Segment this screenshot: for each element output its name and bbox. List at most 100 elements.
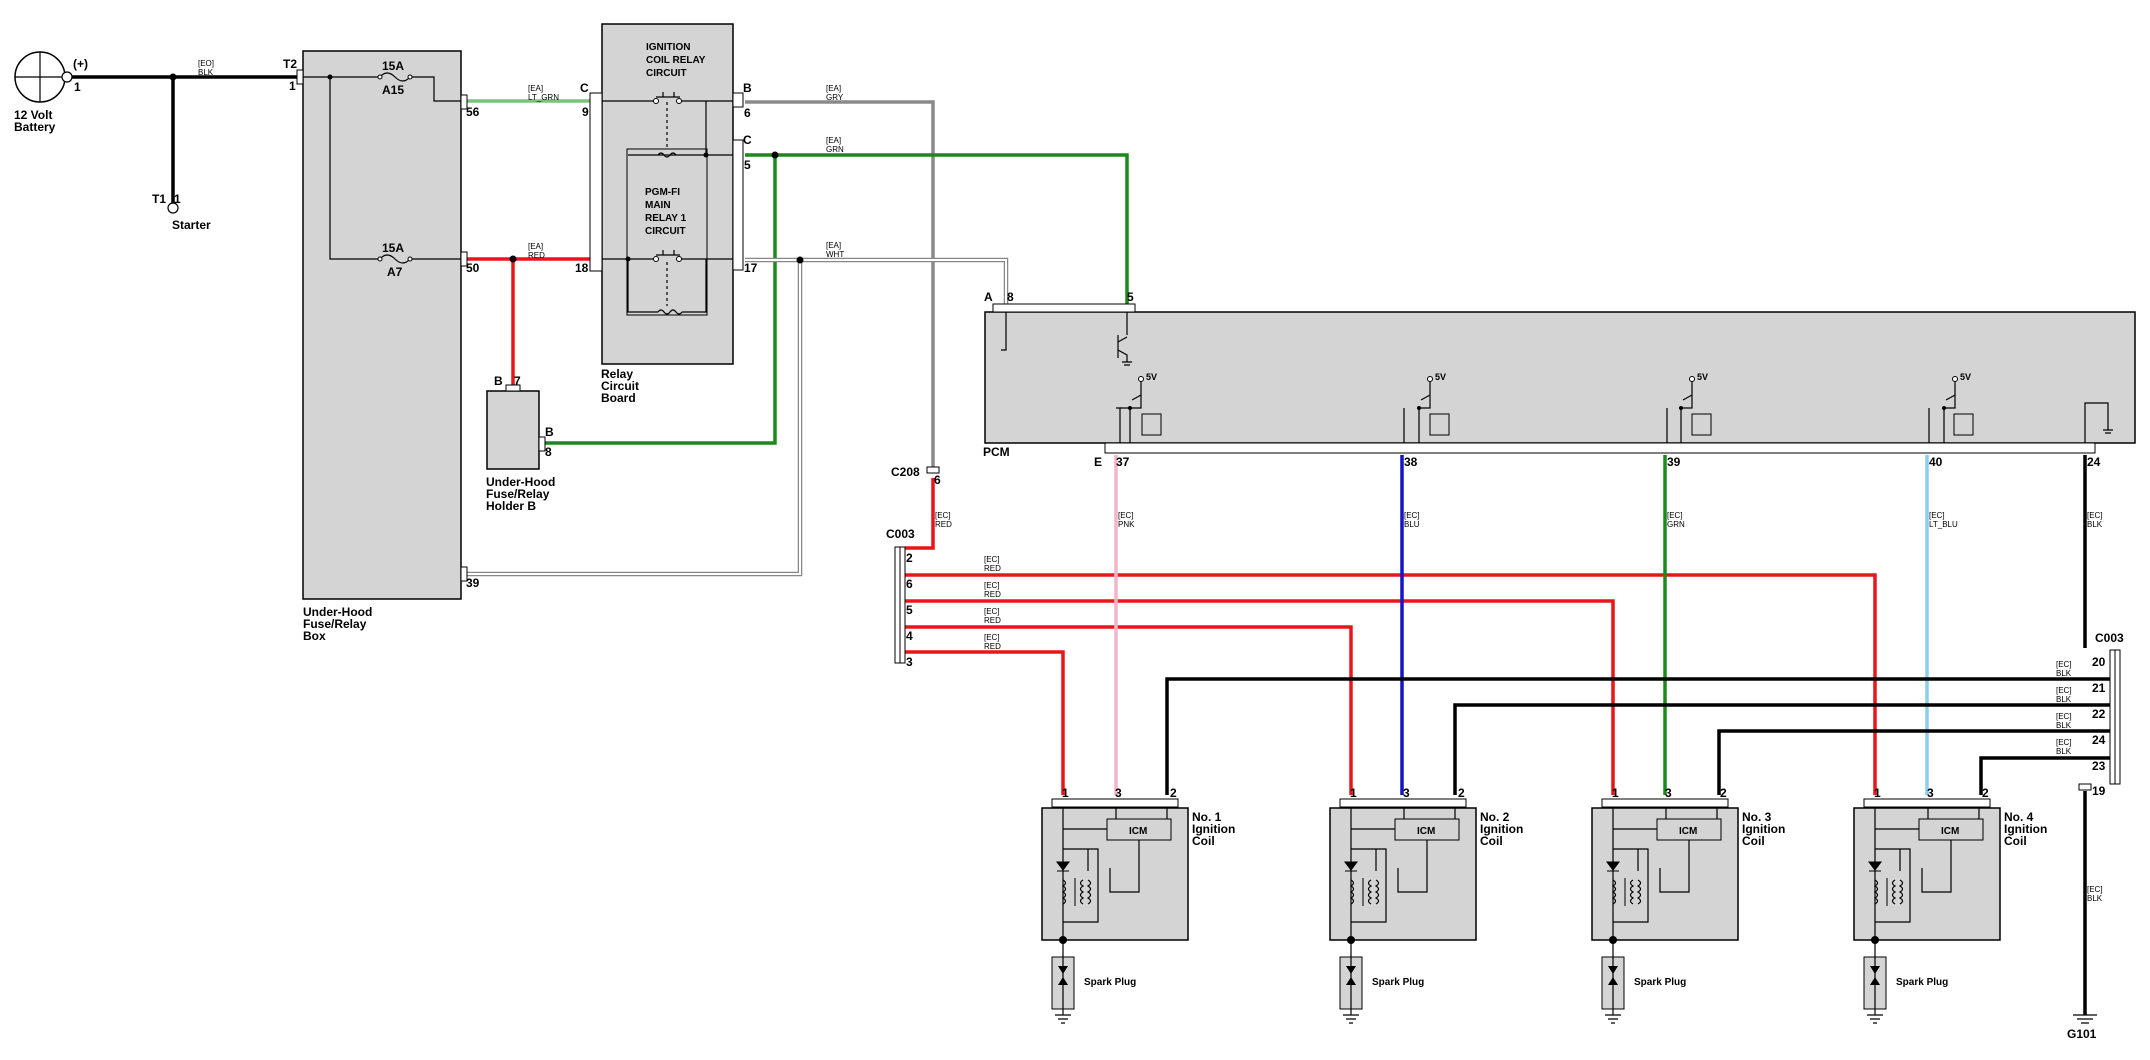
icm-label: ICM	[1679, 826, 1697, 837]
svg-text:Ignition: Ignition	[1742, 822, 1785, 836]
svg-text:5: 5	[906, 603, 913, 617]
fuse-box-label-2: Fuse/Relay	[303, 617, 367, 631]
svg-text:39: 39	[1667, 455, 1681, 469]
wire-label: [EA]	[826, 136, 841, 145]
pcm-driver-2: 5V	[1403, 372, 1450, 443]
svg-text:5V: 5V	[1146, 372, 1157, 382]
icm-label: ICM	[1417, 826, 1435, 837]
connector-c003-right: C003 20 21 22 24 23 19	[2078, 631, 2124, 798]
svg-text:Spark Plug: Spark Plug	[1372, 977, 1424, 988]
wire-labels: [EO] BLK [EA] LT_GRN [EA] RED [EA] GRY […	[198, 59, 2103, 903]
svg-text:Coil: Coil	[2004, 834, 2027, 848]
fuse-a7: 15A A7	[377, 241, 413, 279]
svg-text:IGNITION: IGNITION	[646, 42, 690, 53]
pcm: A 8 5 PCM E 37 38 39 40 24 5V 5V	[983, 290, 2136, 469]
svg-text:C003: C003	[2095, 631, 2124, 645]
wire-label: [EC]	[1404, 511, 1420, 520]
svg-text:8: 8	[545, 445, 552, 459]
svg-text:5V: 5V	[1435, 372, 1446, 382]
wire-label: [EC]	[2056, 686, 2072, 695]
svg-text:Spark Plug: Spark Plug	[1896, 977, 1948, 988]
starter-pin: 1	[174, 192, 181, 206]
ignition-coil-4: 1 3 2 ICM Spark Plug No. 4 Ignition Coil	[1853, 786, 2047, 1024]
starter-connector: T1	[152, 192, 166, 206]
svg-text:5V: 5V	[1697, 372, 1708, 382]
wire-label: BLK	[2056, 669, 2072, 678]
svg-text:CIRCUIT: CIRCUIT	[645, 226, 686, 237]
wire-label: [EA]	[826, 84, 841, 93]
svg-text:B: B	[545, 425, 554, 439]
wire-label: [EC]	[2056, 738, 2072, 747]
fuse-a15: 15A A15	[377, 59, 413, 97]
icm-label: ICM	[1941, 826, 1959, 837]
svg-text:5V: 5V	[1960, 372, 1971, 382]
svg-text:24: 24	[2087, 455, 2101, 469]
svg-text:Holder B: Holder B	[486, 499, 536, 513]
starter: T1 1 Starter	[152, 192, 211, 232]
svg-text:A7: A7	[387, 265, 403, 279]
ignition-coil-3: 1 3 2 ICM Spark Plug No. 3 Ignition Coil	[1591, 786, 1785, 1024]
wire-label: BLK	[2056, 721, 2072, 730]
svg-text:C003: C003	[886, 527, 915, 541]
pcm-driver-3: 5V	[1666, 372, 1712, 443]
wire-label: [EC]	[984, 607, 1000, 616]
svg-text:3: 3	[1403, 786, 1410, 800]
pcm-driver-1: 5V	[1116, 372, 1162, 443]
svg-text:1: 1	[1062, 786, 1069, 800]
fuse-box-pin-in: 1	[289, 79, 296, 93]
svg-text:Fuse/Relay: Fuse/Relay	[486, 487, 550, 501]
svg-text:B: B	[494, 374, 503, 388]
svg-text:MAIN: MAIN	[645, 200, 671, 211]
svg-text:18: 18	[575, 261, 589, 275]
svg-text:Board: Board	[601, 391, 636, 405]
svg-text:3: 3	[906, 655, 913, 669]
svg-text:Coil: Coil	[1192, 834, 1215, 848]
svg-text:C: C	[580, 81, 589, 95]
ignition-coil-1: 1 3 2 ICM Spark Plug No. 1 Ignition Coil	[1041, 786, 1235, 1024]
wire-label: [EA]	[826, 241, 841, 250]
svg-text:8: 8	[1007, 290, 1014, 304]
svg-text:24: 24	[2092, 733, 2106, 747]
svg-text:7: 7	[514, 374, 521, 388]
svg-text:C208: C208	[891, 465, 920, 479]
wire-label: WHT	[826, 250, 844, 259]
svg-text:22: 22	[2092, 707, 2106, 721]
svg-text:38: 38	[1404, 455, 1418, 469]
fuse-box-pin-39: 39	[466, 576, 480, 590]
wire-label: [EC]	[2056, 660, 2072, 669]
svg-text:COIL RELAY: COIL RELAY	[646, 55, 706, 66]
svg-text:G101: G101	[2067, 1027, 2097, 1041]
wires	[72, 73, 2110, 1015]
svg-text:A15: A15	[382, 83, 404, 97]
wire-label: BLK	[2056, 695, 2072, 704]
battery-label-2: Battery	[14, 120, 56, 134]
svg-text:15A: 15A	[382, 241, 404, 255]
svg-text:6: 6	[744, 106, 751, 120]
svg-text:B: B	[743, 81, 752, 95]
svg-text:Ignition: Ignition	[1192, 822, 1235, 836]
fuse-relay-holder-b: B 7 B 8 Under-Hood Fuse/Relay Holder B	[486, 374, 555, 513]
svg-text:Circuit: Circuit	[601, 379, 639, 393]
wire-label: GRN	[1667, 520, 1685, 529]
svg-text:No. 3: No. 3	[1742, 810, 1772, 824]
svg-text:2: 2	[906, 551, 913, 565]
svg-text:Ignition: Ignition	[2004, 822, 2047, 836]
battery-label-1: 12 Volt	[14, 108, 52, 122]
svg-text:23: 23	[2092, 759, 2106, 773]
wire-label: LT_GRN	[528, 93, 559, 102]
relay-circuit-board: C 9 18 B 6 C 5 17 IGNITION COIL RELAY CI…	[575, 23, 758, 405]
wire-label: RED	[984, 590, 1001, 599]
svg-text:PCM: PCM	[983, 445, 1010, 459]
svg-text:Ignition: Ignition	[1480, 822, 1523, 836]
svg-text:2: 2	[1982, 786, 1989, 800]
svg-text:Spark Plug: Spark Plug	[1084, 977, 1136, 988]
svg-text:Coil: Coil	[1480, 834, 1503, 848]
svg-text:Coil: Coil	[1742, 834, 1765, 848]
starter-label: Starter	[172, 218, 211, 232]
wire-label: RED	[984, 642, 1001, 651]
svg-text:A: A	[984, 290, 993, 304]
svg-text:5: 5	[744, 158, 751, 172]
svg-text:No. 2: No. 2	[1480, 810, 1510, 824]
wire-label: BLU	[1404, 520, 1420, 529]
